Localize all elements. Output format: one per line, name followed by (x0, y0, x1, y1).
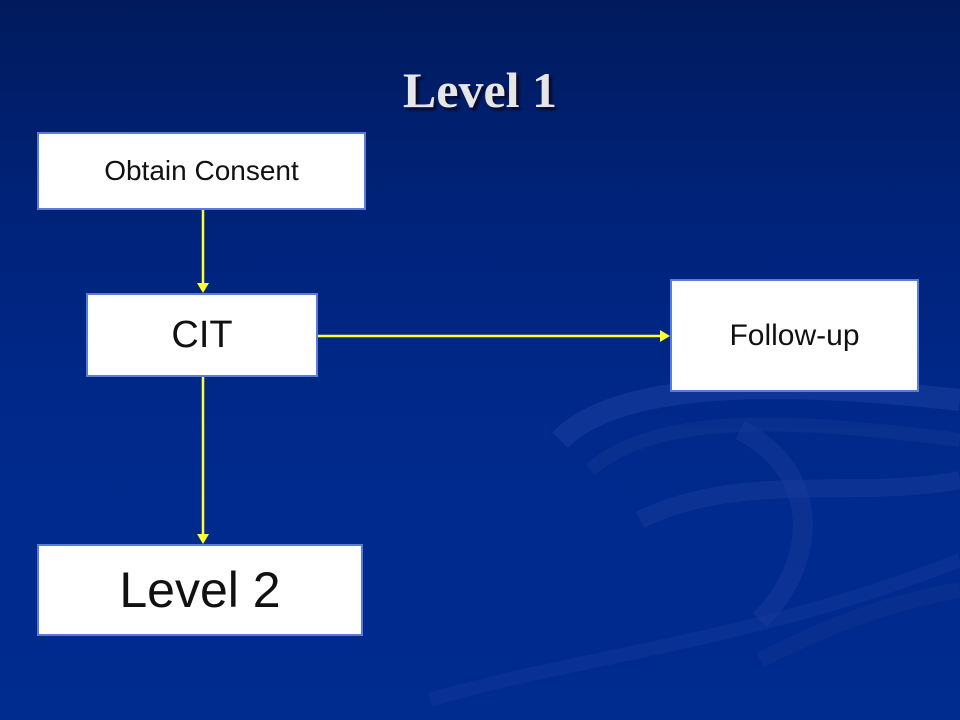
node-follow-up-label: Follow-up (729, 318, 860, 352)
arrow-consent-to-cit (197, 210, 209, 293)
node-cit-label: CIT (171, 313, 233, 356)
arrow-cit-to-follow-up (318, 330, 670, 342)
node-cit: CIT (86, 293, 318, 377)
node-level-2-label: Level 2 (119, 562, 281, 618)
node-follow-up: Follow-up (670, 279, 919, 392)
node-obtain-consent-label: Obtain Consent (104, 155, 299, 186)
arrow-cit-to-level-2 (197, 377, 209, 544)
node-obtain-consent: Obtain Consent (37, 132, 366, 210)
node-level-2: Level 2 (37, 544, 363, 636)
slide-title: Level 1 (402, 62, 558, 118)
